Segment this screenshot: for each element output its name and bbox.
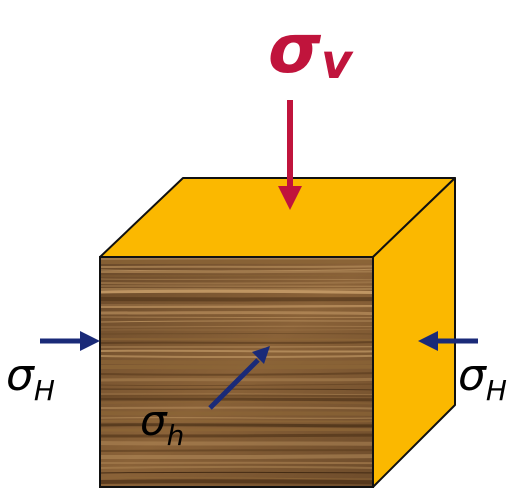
rock-stratum-line bbox=[100, 342, 373, 343]
rock-stratum-line bbox=[100, 266, 373, 267]
rock-stratum-line bbox=[100, 456, 373, 457]
rock-stratum-line bbox=[100, 339, 373, 340]
rock-stratum-line bbox=[100, 481, 373, 482]
rock-stratum-line bbox=[100, 258, 373, 259]
sigma-H-left-label: σH bbox=[6, 350, 55, 407]
rock-stratum-line bbox=[100, 313, 373, 314]
rock-front-face bbox=[100, 257, 373, 487]
rock-stratum-line bbox=[100, 351, 373, 352]
rock-stratum-line bbox=[100, 333, 373, 334]
rock-stratum-line bbox=[100, 362, 373, 363]
rock-stratum-line bbox=[100, 291, 373, 292]
rock-stratum-line bbox=[100, 306, 373, 307]
rock-stratum-line bbox=[100, 467, 373, 468]
left-horizontal-stress-arrow bbox=[40, 331, 100, 351]
rock-stratum-line bbox=[100, 317, 373, 318]
sigma-H-right-label: σH bbox=[458, 350, 507, 407]
rock-stratum-line bbox=[100, 262, 373, 263]
rock-stratum-line bbox=[100, 305, 373, 306]
rock-stratum-line bbox=[100, 279, 373, 280]
rock-stratum-line bbox=[100, 272, 373, 273]
rock-stratum-line bbox=[100, 450, 373, 451]
sigma-v-label: σv bbox=[268, 10, 354, 90]
